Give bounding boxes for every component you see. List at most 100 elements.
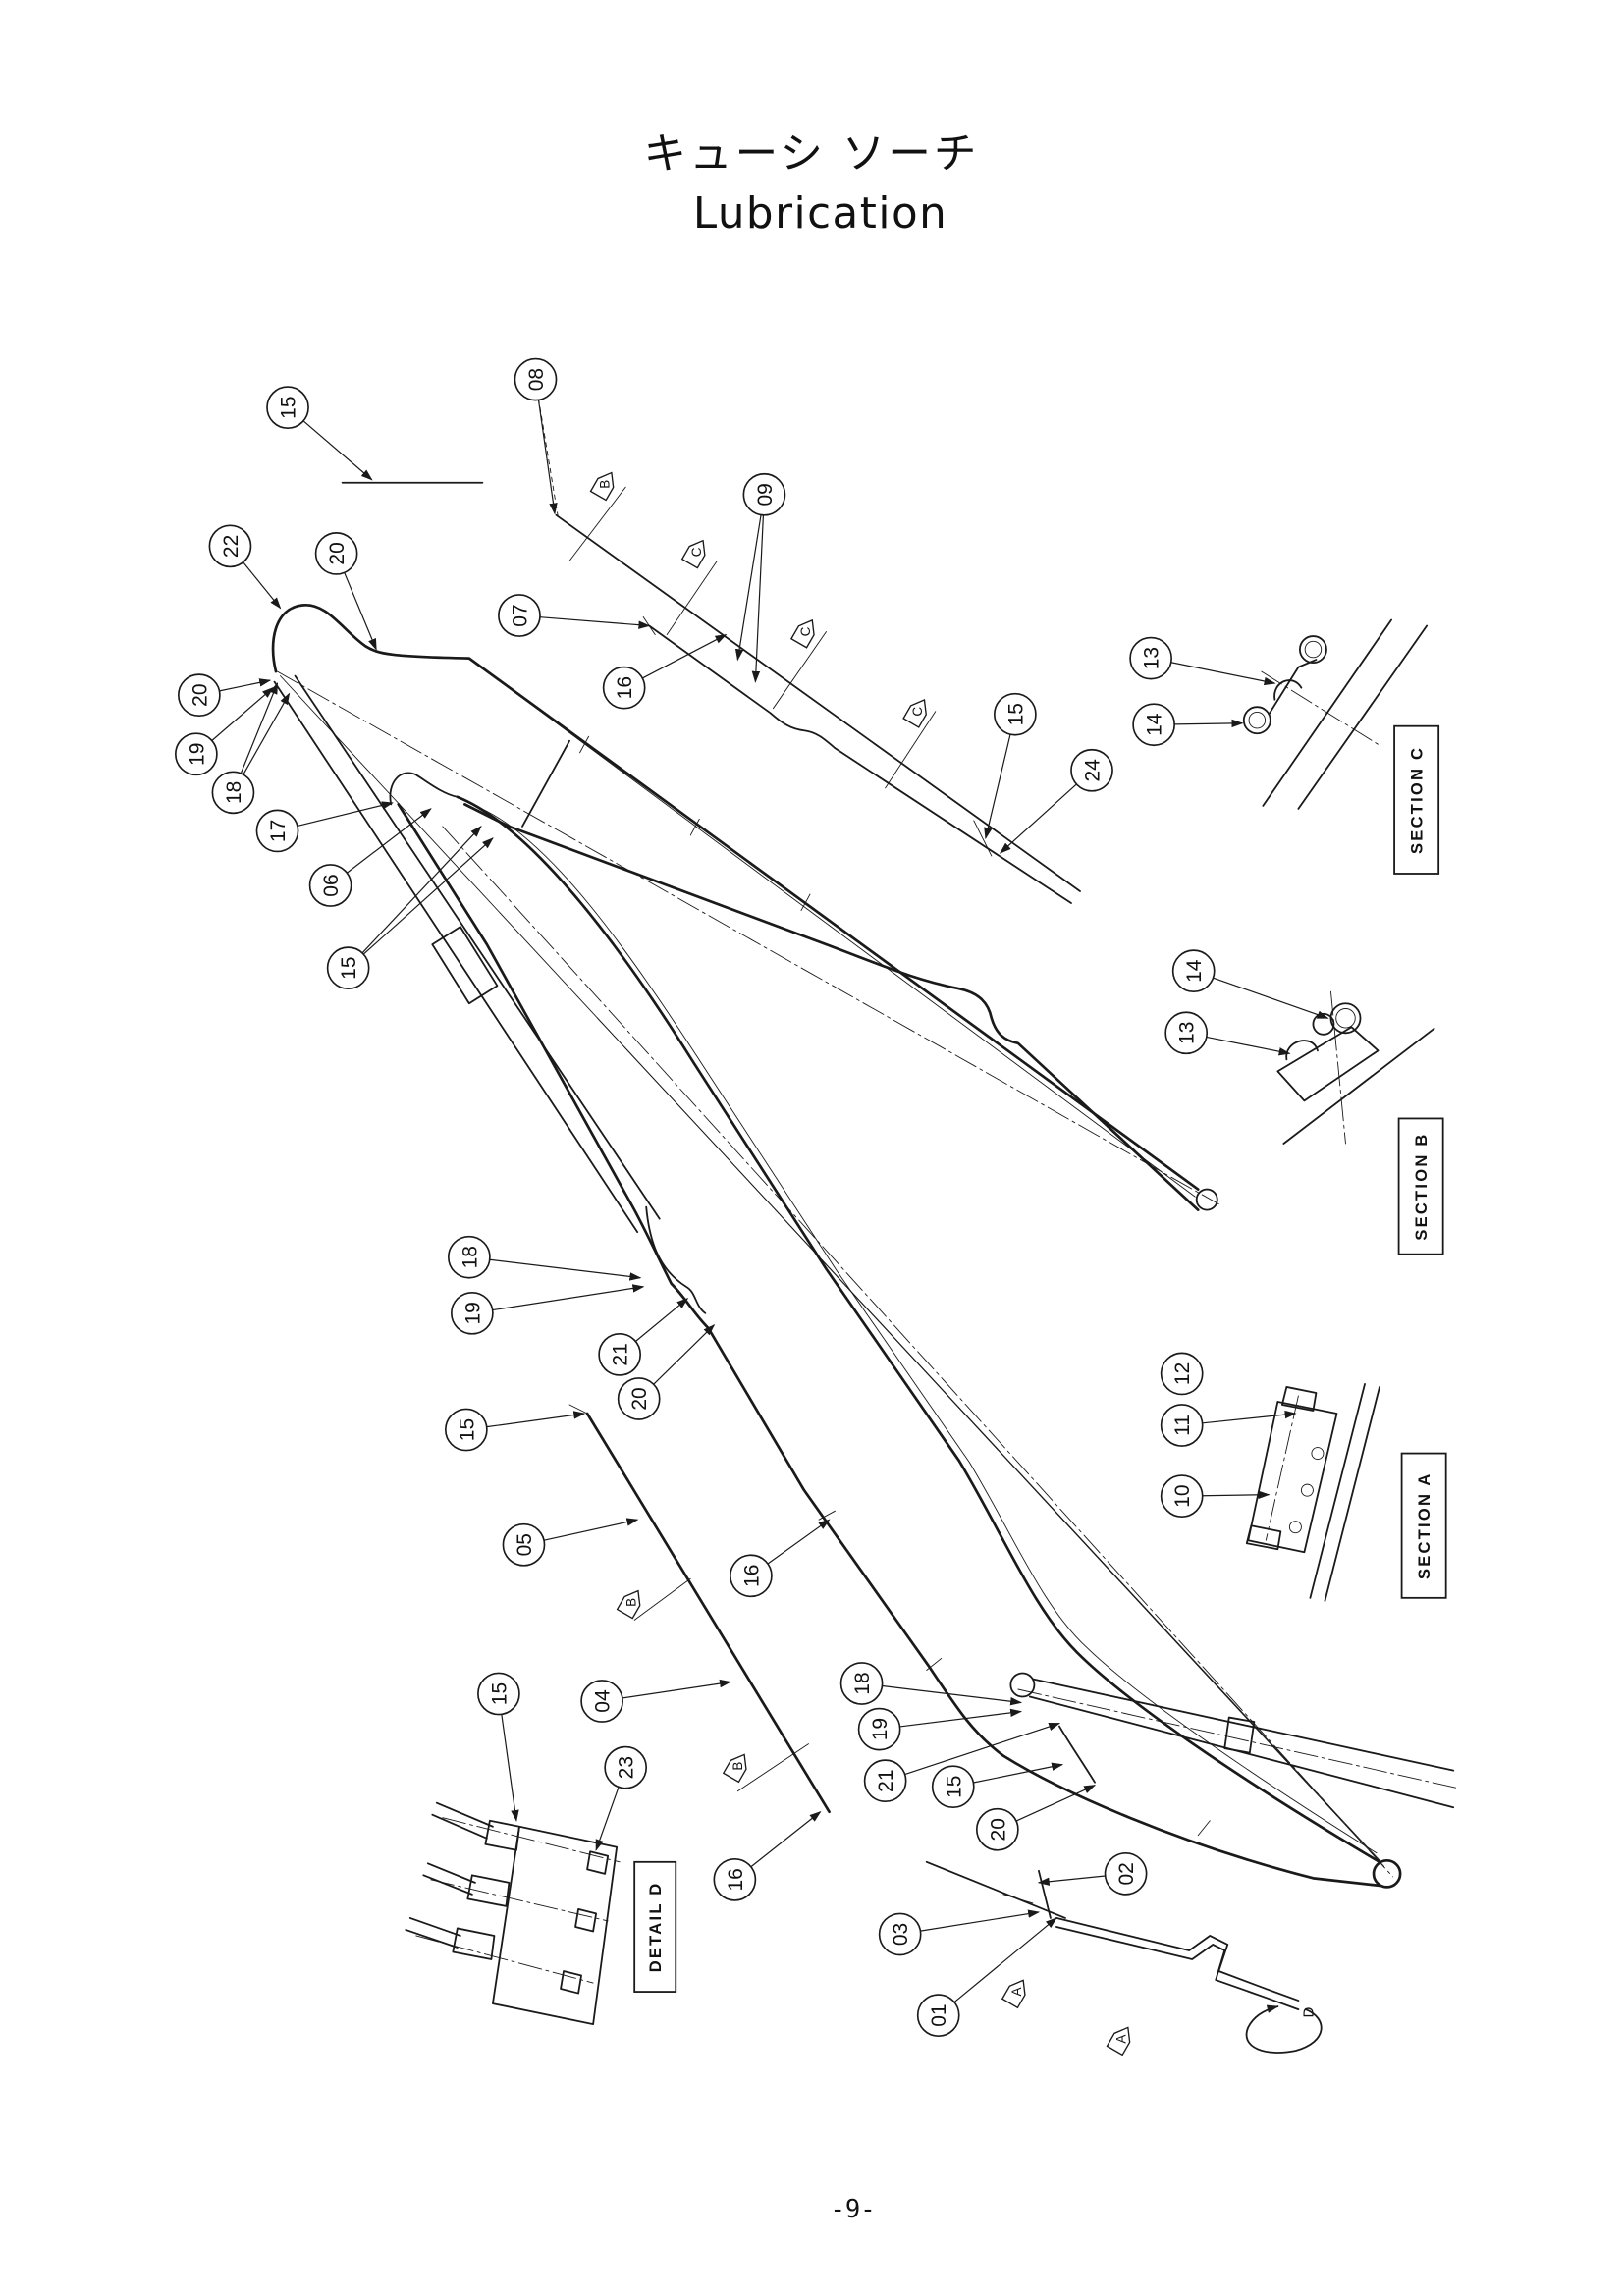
callout-circle <box>451 1291 494 1335</box>
callout-number: 15 <box>456 1418 478 1441</box>
callout-17: 17 <box>255 801 394 853</box>
view-arrow-c: C <box>902 699 927 728</box>
callout-circle <box>502 1522 546 1567</box>
svg-text:SECTION B: SECTION B <box>1412 1132 1431 1240</box>
callout-number: 09 <box>754 483 777 506</box>
view-arrow-a: A <box>1106 2026 1131 2056</box>
callout-15: 15 <box>444 1408 586 1452</box>
callout-04: 04 <box>580 1679 732 1723</box>
callout-leader-line <box>653 1323 716 1385</box>
section-c-view <box>1242 618 1429 810</box>
callout-14: 14 <box>1171 949 1329 1019</box>
callout-22: 22 <box>208 524 282 610</box>
callout-leader-line <box>539 616 651 629</box>
callout-leader-line <box>501 1714 519 1822</box>
lower-boom-tip-pin <box>1372 1858 1402 1889</box>
callout-02: 02 <box>1037 1851 1148 1896</box>
callout-circle <box>617 1377 661 1420</box>
callout-number: 10 <box>1171 1484 1194 1507</box>
callout-leader-line <box>973 1762 1064 1784</box>
callout-leader-line <box>302 420 373 481</box>
callout-leader-line <box>297 801 394 828</box>
callout-circle <box>1132 703 1175 747</box>
callout-circle <box>604 1745 648 1789</box>
section-cut-lines <box>568 486 937 1792</box>
callout-16: 16 <box>602 633 728 710</box>
callout-number: 12 <box>1171 1362 1194 1385</box>
lower-boom-grease-line <box>474 805 1378 1854</box>
section-a-label: SECTION A <box>1400 1452 1447 1599</box>
callout-circle <box>839 1662 884 1705</box>
callout-number: 08 <box>525 368 548 391</box>
callout-23: 23 <box>595 1745 648 1851</box>
callout-number: 15 <box>278 396 300 418</box>
callout-20: 20 <box>314 532 377 651</box>
svg-text:C: C <box>910 707 925 717</box>
callout-13: 13 <box>1164 1011 1291 1056</box>
callout-leader-line <box>767 1519 831 1565</box>
callout-14: 14 <box>1132 703 1244 747</box>
callout-15: 15 <box>266 386 373 481</box>
callout-leader-line <box>984 734 1011 840</box>
callout-leader-line <box>362 837 494 955</box>
callout-18: 18 <box>448 1235 642 1281</box>
callout-number: 21 <box>610 1343 632 1365</box>
view-arrow-b: B <box>589 471 615 502</box>
callout-number: 16 <box>725 1868 747 1891</box>
callout-circle <box>514 357 558 401</box>
callout-leader-line <box>1015 1785 1097 1822</box>
callout-circle <box>994 692 1037 736</box>
upper-boom-tip-pin <box>1195 1188 1218 1211</box>
detail-d-label: DETAIL D <box>633 1860 677 1993</box>
callout-number: 16 <box>614 676 636 699</box>
callout-circle <box>326 946 370 990</box>
callout-number: 15 <box>1004 703 1027 725</box>
callout-08: 08 <box>514 357 558 515</box>
callout-number: 19 <box>869 1718 892 1740</box>
callout-circle <box>975 1807 1019 1851</box>
view-arrow-c: C <box>680 539 706 569</box>
callout-19: 19 <box>857 1707 1023 1751</box>
boom-cylinder <box>273 674 661 1234</box>
callout-number: 14 <box>1183 959 1206 983</box>
svg-text:SECTION C: SECTION C <box>1408 746 1427 854</box>
callout-leader-line <box>622 1679 732 1699</box>
callout-number: 22 <box>220 535 243 558</box>
callout-number: 18 <box>851 1672 874 1694</box>
view-arrow-b: B <box>616 1589 641 1620</box>
callout-15: 15 <box>984 692 1037 840</box>
callout-09: 09 <box>734 472 786 683</box>
callout-circle <box>1070 748 1113 792</box>
svg-text:SECTION A: SECTION A <box>1415 1471 1434 1579</box>
callout-circle <box>857 1707 901 1751</box>
callout-20: 20 <box>178 673 272 718</box>
view-arrow-c: C <box>789 618 815 649</box>
callout-leader-line <box>243 561 282 610</box>
callout-leader-line <box>240 682 279 774</box>
callout-circle <box>602 666 646 710</box>
callout-number: 13 <box>1176 1022 1199 1044</box>
callout-circle <box>742 472 786 516</box>
callout-number: 15 <box>943 1775 965 1797</box>
callout-circle <box>211 771 255 815</box>
callout-leader-line <box>734 514 762 662</box>
callout-leader-line <box>953 1917 1057 2003</box>
callout-circle <box>314 532 358 575</box>
callout-number: 11 <box>1171 1415 1194 1436</box>
callout-circle <box>730 1554 773 1598</box>
callout-number: 04 <box>592 1689 615 1713</box>
callout-circle <box>448 1235 491 1279</box>
callout-leader-line <box>537 400 558 515</box>
callout-circle <box>931 1765 975 1809</box>
callout-19: 19 <box>174 686 274 776</box>
lower-boom <box>280 675 1402 1889</box>
callout-number: 15 <box>488 1682 511 1705</box>
callout-18: 18 <box>211 682 291 815</box>
callout-circle <box>266 386 309 429</box>
svg-text:DETAIL D: DETAIL D <box>646 1882 665 1973</box>
callout-21: 21 <box>598 1298 689 1376</box>
callout-21: 21 <box>863 1722 1061 1803</box>
svg-text:B: B <box>598 480 613 489</box>
callout-leader-line <box>1202 1410 1297 1424</box>
callout-number: 07 <box>509 604 531 626</box>
